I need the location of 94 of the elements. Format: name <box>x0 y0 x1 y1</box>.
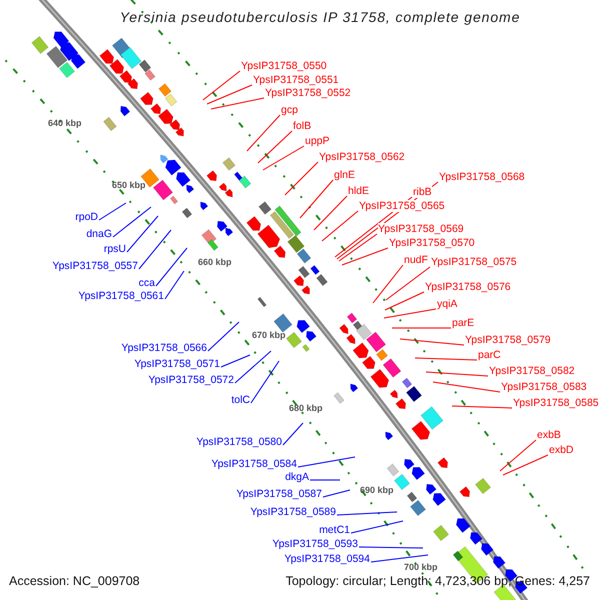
leader-line <box>98 202 126 220</box>
gene-label: YpsIP31758_0565 <box>359 200 445 212</box>
gene-label: dkgA <box>285 471 309 483</box>
leader-line <box>336 512 398 516</box>
gene-label: rpsU <box>104 243 126 255</box>
scale-label: 690 kbp <box>360 486 394 495</box>
gene-label: YpsIP31758_0593 <box>272 538 358 550</box>
leader-line <box>386 266 430 300</box>
leader-line <box>220 354 250 368</box>
leader-line <box>384 292 424 310</box>
leader-line <box>258 130 292 164</box>
leader-line <box>384 308 436 318</box>
gene-label: YpsIP31758_0550 <box>241 60 327 72</box>
gene-label: tolC <box>231 394 250 406</box>
gene-label: parE <box>452 317 474 329</box>
leader-line <box>500 440 536 472</box>
leader-line <box>246 114 280 152</box>
scale-label: 640 kbp <box>48 119 82 128</box>
scale-label: 700 kbp <box>404 563 438 572</box>
scale-label: 680 kbp <box>289 404 323 413</box>
gene-label: parC <box>478 349 501 361</box>
leader-line <box>250 360 280 404</box>
scale-label: 660 kbp <box>198 258 232 267</box>
gene-label: YpsIP31758_0551 <box>253 74 339 86</box>
gene-label: YpsIP31758_0570 <box>389 237 475 249</box>
leader-line <box>322 490 350 498</box>
gene-label: YpsIP31758_0582 <box>489 365 575 377</box>
gene-label: folB <box>293 120 312 132</box>
leader-line <box>432 382 500 392</box>
gene-label: dnaG <box>86 228 112 240</box>
leader-line <box>338 234 378 262</box>
leader-line <box>138 230 172 270</box>
gene-label: glnE <box>334 169 356 181</box>
gene-label: cca <box>138 277 155 289</box>
gene-label: ribB <box>413 186 432 198</box>
leader-line <box>164 270 184 300</box>
gene-label: YpsIP31758_0585 <box>513 397 599 409</box>
gene-label: hldE <box>348 185 370 197</box>
gene-label: YpsIP31758_0561 <box>78 290 164 302</box>
scale-label: 670 kbp <box>252 331 286 340</box>
leader-line <box>372 264 404 304</box>
leader-line <box>314 196 348 230</box>
gene-label: exbD <box>549 444 574 456</box>
leader-line <box>202 70 240 100</box>
gene-label: YpsIP31758_0594 <box>284 553 370 565</box>
leader-line <box>370 554 428 562</box>
leader-line <box>400 338 464 346</box>
leader-line <box>206 84 252 104</box>
leader-line <box>210 98 264 110</box>
gene-label: nudF <box>404 254 428 266</box>
gene-label: YpsIP31758_0562 <box>319 151 405 163</box>
gene-label: yqiA <box>437 298 458 310</box>
gene-label: YpsIP31758_0589 <box>250 506 336 518</box>
leader-line <box>208 322 240 352</box>
leader-line <box>350 520 404 534</box>
leader-line <box>342 248 388 266</box>
leader-line <box>126 216 158 252</box>
scale-label: 650 kbp <box>112 181 146 190</box>
leader-line <box>300 180 334 218</box>
gene-label: metC1 <box>319 524 350 536</box>
leader-line <box>282 422 304 446</box>
gene-label: YpsIP31758_0583 <box>501 381 587 393</box>
gene-label: exbB <box>537 429 561 441</box>
gene-label: gcp <box>281 104 298 116</box>
leader-line <box>156 248 188 286</box>
gene-label: YpsIP31758_0579 <box>465 334 551 346</box>
gene-label: YpsIP31758_0571 <box>134 358 220 370</box>
leader-line <box>112 206 152 238</box>
leader-line <box>284 162 318 196</box>
genome-stats-text: Topology: circular; Length: 4,723,306 bp; Genes: 4,257 <box>286 574 590 588</box>
leader-line <box>234 350 272 384</box>
gene-label: uppP <box>305 135 330 147</box>
leader-line <box>452 406 512 408</box>
gene-label: YpsIP31758_0575 <box>431 256 517 268</box>
gene-label: YpsIP31758_0587 <box>236 488 322 500</box>
accession-text: Accession: NC_009708 <box>9 574 140 588</box>
gene-label: YpsIP31758_0584 <box>211 458 297 470</box>
gene-label: YpsIP31758_0572 <box>148 374 234 386</box>
leader-line <box>414 358 478 360</box>
gene-label: rpoD <box>75 211 98 223</box>
leader-line <box>358 546 424 548</box>
map-title: Yersinia pseudotuberculosis IP 31758, complete genome <box>118 9 522 25</box>
gene-label: YpsIP31758_0580 <box>196 436 282 448</box>
gene-label: YpsIP31758_0557 <box>52 260 138 272</box>
gene-label: YpsIP31758_0568 <box>439 171 525 183</box>
leader-line <box>322 210 358 242</box>
gene-label: YpsIP31758_0552 <box>265 87 351 99</box>
gene-label: YpsIP31758_0576 <box>425 281 511 293</box>
gene-label: YpsIP31758_0569 <box>378 223 464 235</box>
leader-line <box>262 146 304 170</box>
leader-line <box>502 454 548 476</box>
gene-label: YpsIP31758_0566 <box>121 342 207 354</box>
leader-line <box>298 456 356 468</box>
leader-line <box>426 372 488 376</box>
